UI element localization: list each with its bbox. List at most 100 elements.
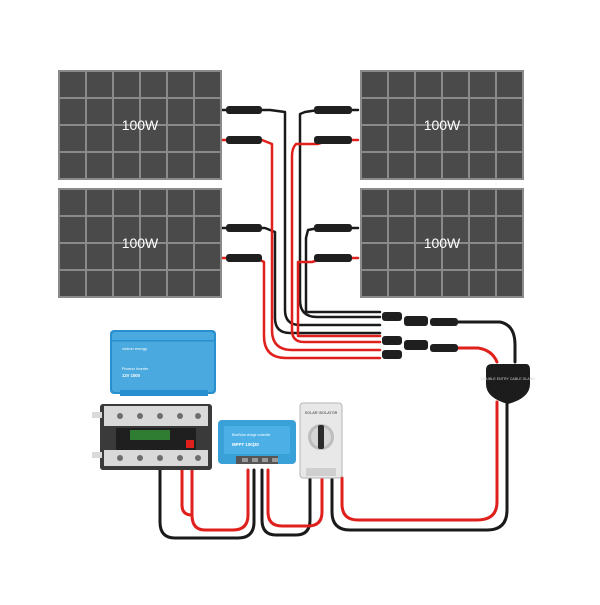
panel-cell (114, 99, 139, 124)
panel-cell (497, 190, 522, 215)
busbar-fuse (130, 430, 170, 440)
panel-cell (87, 190, 112, 215)
mc4-branch-connector (404, 340, 428, 350)
solar-isolator[interactable]: SOLAR ISOLATOR (299, 402, 343, 479)
panel-cell (141, 244, 166, 269)
panel-cell (362, 99, 387, 124)
gland-body (486, 364, 530, 404)
mc4-branch-connector (382, 312, 402, 321)
panel-cell (168, 190, 193, 215)
panel-cell (114, 271, 139, 296)
panel-cell (416, 244, 441, 269)
wire-red-p1 (220, 138, 382, 352)
panel-cell (60, 153, 85, 178)
panel-cell (87, 153, 112, 178)
panel-cell (416, 153, 441, 178)
panel-cell (416, 271, 441, 296)
wire-black-p2 (298, 108, 382, 319)
mc4-branch-connector (430, 344, 458, 352)
panel-cell (362, 244, 387, 269)
panel-cell (362, 217, 387, 242)
panel-cell (87, 72, 112, 97)
panel-cell (497, 153, 522, 178)
panel-cell (416, 99, 441, 124)
panel-cell (443, 244, 468, 269)
mc4-connector (314, 106, 352, 114)
wire-black-p3 (220, 226, 382, 335)
panel-cell (416, 72, 441, 97)
panel-cell (195, 190, 220, 215)
panel-cell (141, 190, 166, 215)
wire-black-gland-to-isolator (330, 400, 509, 532)
panel-cell (87, 126, 112, 151)
mc4-connector (226, 224, 262, 232)
panel-cell (60, 217, 85, 242)
panel-cell (114, 72, 139, 97)
panel-cell (470, 244, 495, 269)
mc4-connector (314, 136, 352, 144)
wire-black-combined (456, 320, 517, 364)
panel-cell (362, 190, 387, 215)
panel-cell (87, 271, 112, 296)
panel-cell (497, 72, 522, 97)
panel-cell (416, 126, 441, 151)
panel-cell (416, 217, 441, 242)
mc4-branch-connector (382, 350, 402, 359)
panel-cell (141, 72, 166, 97)
panel-cell (195, 99, 220, 124)
wire-red-isolator-to-mppt (266, 468, 324, 528)
panel-cell (195, 244, 220, 269)
mc4-connector (314, 254, 352, 262)
panel-cell (362, 153, 387, 178)
panel-cell (60, 271, 85, 296)
panel-cell (141, 271, 166, 296)
panel-cell (443, 72, 468, 97)
mc4-branch-connector (404, 316, 428, 326)
panel-cell (114, 153, 139, 178)
panel-cell (87, 244, 112, 269)
wire-black-mppt-to-busbar (158, 460, 256, 540)
panel-cell (195, 126, 220, 151)
panel-cell (87, 99, 112, 124)
panel-cell (168, 271, 193, 296)
panel-cell (114, 126, 139, 151)
inverter-model: Phoenix Inverter (122, 367, 149, 371)
busbar-top-cover (104, 406, 208, 426)
inverter-brand: victron energy (122, 346, 147, 351)
wire-red-p3 (220, 256, 382, 360)
panel-cell (141, 126, 166, 151)
mc4-branch-connector (382, 336, 402, 345)
panel-cell (60, 99, 85, 124)
mppt-model: MPPT 100|30 (232, 442, 259, 447)
wiring (158, 108, 517, 540)
panel-cell (470, 190, 495, 215)
cable-gland: DOUBLE ENTRY CABLE GLAND (481, 364, 535, 404)
panel-frame (58, 70, 222, 180)
panel-cell (389, 244, 414, 269)
wire-red-p2 (290, 138, 382, 344)
panel-cell (195, 72, 220, 97)
panel-cell (60, 126, 85, 151)
panel-cell (443, 99, 468, 124)
panel-frame (58, 188, 222, 298)
wire-red-busbar-short (180, 460, 194, 517)
panel-cell (443, 153, 468, 178)
inverter-rating: 12V 1000 (122, 373, 141, 378)
panel-cell (168, 217, 193, 242)
panel-cell (195, 217, 220, 242)
inverter: victron energy Phoenix Inverter 12V 1000 (110, 330, 216, 396)
isolator-switch-handle[interactable] (318, 425, 324, 449)
inverter-face (112, 332, 214, 392)
panel-cell (470, 271, 495, 296)
panel-wattage-label: 100W (122, 117, 159, 133)
panel-cell (362, 72, 387, 97)
busbar-bottom-cover (104, 450, 208, 466)
panel-cell (497, 217, 522, 242)
panel-cell (470, 217, 495, 242)
panel-cell (114, 190, 139, 215)
mc4-connector (226, 106, 262, 114)
panel-cell (497, 126, 522, 151)
mc4-connector (226, 136, 262, 144)
